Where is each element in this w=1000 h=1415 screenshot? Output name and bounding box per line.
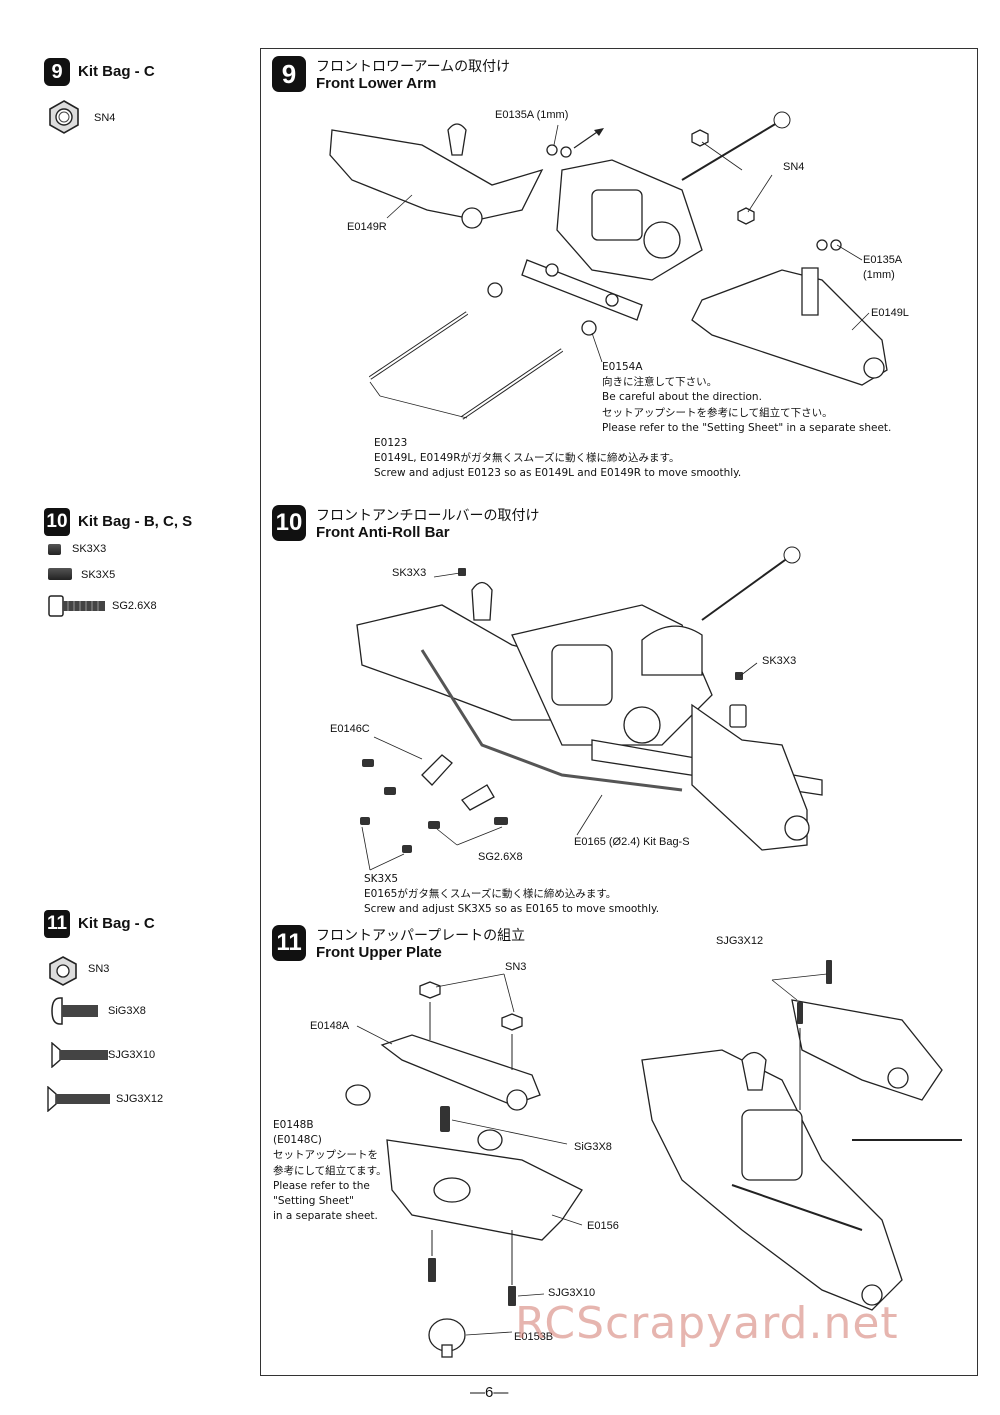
flat-screw-icon	[51, 1042, 108, 1068]
note-setting-en-2: "Setting Sheet"	[273, 1195, 354, 1208]
instruction-panel	[260, 48, 978, 1376]
step-11-badge: 11	[272, 925, 306, 961]
note-e0123-jp: E0149L, E0149Rがガタ無くスムーズに動く様に締め込みます。	[374, 452, 680, 465]
kit-9-title: Kit Bag - C	[78, 63, 155, 80]
label-e0149l: E0149L	[871, 307, 909, 319]
step-11-header: 11 フロントアッパープレートの組立 Front Upper Plate	[272, 925, 672, 965]
label-e0148a: E0148A	[310, 1020, 350, 1032]
label-e0123: E0123	[374, 437, 408, 449]
flat-screw-icon	[47, 1086, 110, 1112]
note-setting-jp-1: セットアップシートを	[273, 1149, 378, 1162]
kit-11-badge: 11	[44, 910, 70, 938]
label-e0135a-right: E0135A	[863, 254, 903, 266]
label-e0135a-top: E0135A (1mm)	[495, 109, 569, 121]
watermark: RCScrapyard.net	[515, 1298, 899, 1349]
part-sn4-label: SN4	[94, 112, 116, 124]
note-setting-en-3: in a separate sheet.	[273, 1210, 378, 1223]
part-sk3x5-label: SK3X5	[81, 569, 116, 581]
step-9-header: 9 フロントロワーアームの取付け Front Lower Arm	[272, 56, 672, 96]
label-e0165: E0165 (Ø2.4) Kit Bag-S	[574, 836, 690, 848]
note-direction-en: Be careful about the direction.	[602, 391, 762, 404]
part-sig3x8-label: SiG3X8	[108, 1005, 146, 1017]
note-setting-jp: セットアップシートを参考にして組立て下さい。	[602, 406, 833, 419]
kit-bag-11: 11 Kit Bag - C SN3 SiG3X8 SJG3X10 SJG3X1…	[44, 910, 254, 1120]
note-setting-en-1: Please refer to the	[273, 1179, 370, 1192]
label-e0148c: (E0148C)	[273, 1134, 322, 1147]
note-e0154a: E0154A 向きに注意して下さい。 Be careful about the …	[602, 360, 932, 436]
button-screw-icon	[51, 997, 98, 1025]
note-setting-jp-2: 参考にして組立てます。	[273, 1164, 387, 1177]
label-sig3x8: SiG3X8	[574, 1141, 612, 1153]
note-direction-jp: 向きに注意して下さい。	[602, 376, 718, 389]
set-screw-icon	[48, 544, 61, 555]
label-e0135a-right-sub: (1mm)	[863, 269, 895, 281]
label-sk3x5: SK3X5	[364, 873, 399, 885]
step-11-title-jp: フロントアッパープレートの組立	[316, 928, 526, 944]
part-sjg3x12-label: SJG3X12	[116, 1093, 164, 1105]
kit-9-badge: 9	[44, 58, 70, 86]
page-number: —6—	[470, 1384, 509, 1401]
step-10-header: 10 フロントアンチロールバーの取付け Front Anti-Roll Bar	[272, 505, 672, 545]
note-setting-en: Please refer to the "Setting Sheet" in a…	[602, 421, 892, 434]
label-e0156: E0156	[587, 1220, 619, 1232]
hex-nut-icon	[49, 956, 77, 986]
note-e0123-en: Screw and adjust E0123 so as E0149L and …	[374, 467, 742, 480]
label-sn4: SN4	[783, 161, 805, 173]
note-sk3x5-jp: E0165がガタ無くスムーズに動く様に締め込みます。	[364, 888, 617, 901]
note-sk3x5-en: Screw and adjust SK3X5 so as E0165 to mo…	[364, 903, 660, 916]
part-sg26x8-label: SG2.6X8	[112, 600, 157, 612]
note-e0123: E0123 E0149L, E0149Rがガタ無くスムーズに動く様に締め込みます…	[374, 436, 794, 482]
step-10-badge: 10	[272, 505, 306, 541]
step-9-diagram	[329, 111, 888, 420]
label-sg26x8: SG2.6X8	[478, 851, 523, 863]
label-sn3: SN3	[505, 961, 527, 973]
step-10-diagram	[356, 546, 823, 871]
label-e0146c: E0146C	[330, 723, 370, 735]
part-sk3x3-label: SK3X3	[72, 543, 107, 555]
note-sk3x5: SK3X5 E0165がガタ無くスムーズに動く様に締め込みます。 Screw a…	[364, 872, 784, 918]
step-11-diagram	[345, 960, 962, 1358]
step-10-title-jp: フロントアンチロールバーの取付け	[316, 508, 540, 524]
hex-nut-icon	[49, 100, 79, 134]
label-e0154a: E0154A	[602, 361, 643, 373]
kit-10-title: Kit Bag - B, C, S	[78, 513, 193, 530]
kit-11-title: Kit Bag - C	[78, 915, 155, 932]
kit-bag-10: 10 Kit Bag - B, C, S SK3X3 SK3X5 SG2.6X8	[44, 508, 254, 618]
step-9-title-en: Front Lower Arm	[316, 75, 437, 92]
label-sjg3x10: SJG3X10	[548, 1287, 596, 1299]
label-e0149r: E0149R	[347, 221, 387, 233]
cap-screw-icon	[48, 595, 105, 617]
step-10-title-en: Front Anti-Roll Bar	[316, 524, 450, 541]
label-sk3x3-top: SK3X3	[392, 567, 427, 579]
set-screw-icon	[48, 568, 72, 580]
label-e0148b: E0148B	[273, 1119, 314, 1131]
label-sk3x3-right: SK3X3	[762, 655, 797, 667]
label-sjg3x12: SJG3X12	[716, 935, 764, 947]
kit-10-badge: 10	[44, 508, 70, 536]
step-11-title-en: Front Upper Plate	[316, 944, 442, 961]
kit-bag-9: 9 Kit Bag - C SN4	[44, 58, 244, 138]
step-9-badge: 9	[272, 56, 306, 92]
note-e0148b: E0148B (E0148C) セットアップシートを 参考にして組立てます。 P…	[273, 1118, 413, 1225]
label-e0153b: E0153B	[514, 1331, 554, 1343]
step-9-title-jp: フロントロワーアームの取付け	[316, 59, 511, 75]
part-sjg3x10-label: SJG3X10	[108, 1049, 156, 1061]
part-sn3-label: SN3	[88, 963, 110, 975]
